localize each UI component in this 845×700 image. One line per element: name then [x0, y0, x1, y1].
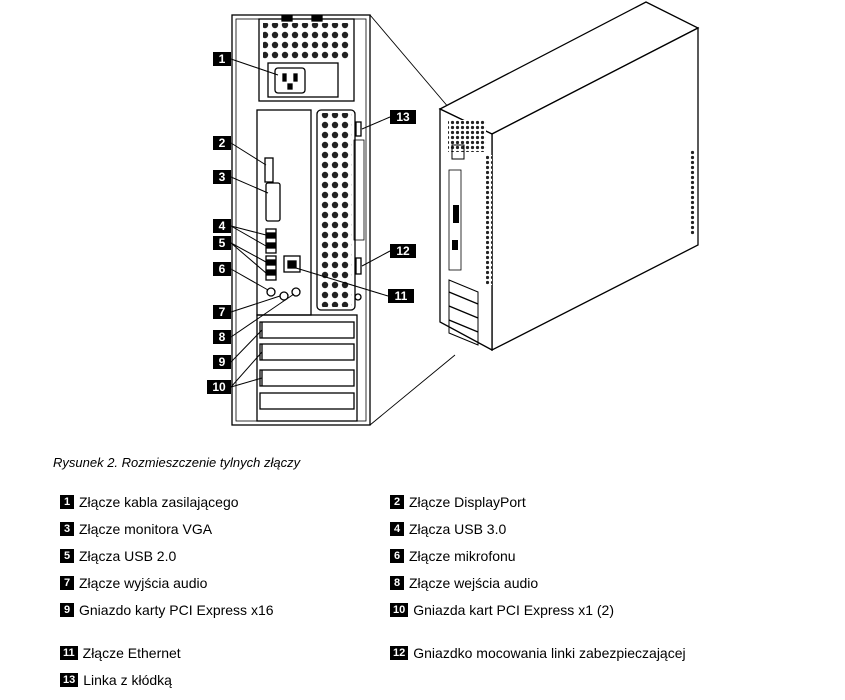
- callout-7: [213, 305, 231, 319]
- callout-1: [213, 52, 231, 66]
- legend-label: Linka z kłódką: [83, 672, 172, 688]
- callout-8: [213, 330, 231, 344]
- legend-label: Złącze wyjścia audio: [79, 575, 208, 591]
- legend-item-2: 2 Złącze DisplayPort: [390, 494, 526, 510]
- legend-label: Złącze kabla zasilającego: [79, 494, 239, 510]
- callout-11-text: 11: [395, 289, 408, 303]
- legend-item-9: 9 Gniazdo karty PCI Express x16: [60, 602, 274, 618]
- legend-number: 12: [390, 646, 409, 660]
- legend-label: Gniazdko mocowania linki zabezpieczające…: [413, 645, 686, 661]
- vga-connector: [265, 182, 281, 222]
- callout-4-text: 4: [219, 219, 226, 233]
- computer-3d-view: [438, 1, 700, 352]
- callout-10-text: 10: [212, 380, 226, 394]
- security-lock-slot: [355, 257, 362, 275]
- legend-number: 2: [390, 495, 404, 509]
- legend-item-12: 12 Gniazdko mocowania linki zabezpieczaj…: [390, 645, 686, 661]
- legend-label: Złącze DisplayPort: [409, 494, 526, 510]
- legend-number: 13: [60, 673, 79, 687]
- rear-connectors-diagram: 1 2 3 4 5 6 7 8 9 10 11 12 13: [207, 1, 700, 426]
- legend-item-13: 13 Linka z kłódką: [60, 672, 172, 688]
- legend-item-3: 3 Złącze monitora VGA: [60, 521, 212, 537]
- legend-number: 7: [60, 576, 74, 590]
- usb2-connectors: [265, 255, 277, 281]
- callout-3-text: 3: [219, 170, 226, 184]
- callout-9-text: 9: [219, 355, 226, 369]
- callout-4: [213, 219, 231, 233]
- legend-label: Złącze monitora VGA: [79, 521, 213, 537]
- psu-vent: [263, 23, 350, 61]
- legend-label: Złącze Ethernet: [82, 645, 181, 661]
- legend-item-7: 7 Złącze wyjścia audio: [60, 575, 207, 591]
- callout-6: [213, 262, 231, 276]
- figure-caption: Rysunek 2. Rozmieszczenie tylnych złączy: [53, 455, 301, 470]
- audio-in-jack: [291, 287, 301, 297]
- pci-express-x1-slot-1: [259, 343, 355, 361]
- rear-vent: [316, 109, 356, 311]
- callout-3: [213, 170, 231, 184]
- callout-7-text: 7: [219, 305, 226, 319]
- legend-number: 8: [390, 576, 404, 590]
- pci-express-x1-slot-2: [259, 369, 355, 387]
- legend-number: 11: [60, 646, 78, 660]
- legend-number: 4: [390, 522, 404, 536]
- callout-11: [388, 289, 414, 303]
- legend-item-5: 5 Złącza USB 2.0: [60, 548, 176, 564]
- callout-12: [390, 244, 416, 258]
- pci-slot-area: [256, 314, 358, 422]
- legend-number: 3: [60, 522, 74, 536]
- legend-number: 6: [390, 549, 404, 563]
- padlock-loop: [355, 121, 362, 137]
- callout-10: [207, 380, 231, 394]
- callout-2: [213, 136, 231, 150]
- ethernet-connector: [283, 255, 301, 273]
- callouts: 1 2 3 4 5 6 7 8 9 10 11 12 13: [207, 52, 416, 394]
- legend-label: Złącze mikrofonu: [409, 548, 516, 564]
- legend-item-6: 6 Złącze mikrofonu: [390, 548, 516, 564]
- callout-5-text: 5: [219, 236, 226, 250]
- callout-13: [390, 110, 416, 124]
- legend-number: 1: [60, 495, 74, 509]
- callout-8-text: 8: [219, 330, 226, 344]
- legend-label: Złącza USB 2.0: [79, 548, 177, 564]
- callout-2-text: 2: [219, 136, 226, 150]
- callout-9: [213, 355, 231, 369]
- legend-item-10: 10 Gniazda kart PCI Express x1 (2): [390, 602, 614, 618]
- legend-label: Gniazdo karty PCI Express x16: [79, 602, 274, 618]
- legend-item-1: 1 Złącze kabla zasilającego: [60, 494, 239, 510]
- callout-6-text: 6: [219, 262, 226, 276]
- legend-label: Gniazda kart PCI Express x1 (2): [413, 602, 614, 618]
- legend-number: 10: [390, 603, 409, 617]
- legend-label: Złącze wejścia audio: [409, 575, 539, 591]
- zoom-lines: [369, 14, 456, 426]
- callout-1-text: 1: [219, 52, 226, 66]
- legend-label: Złącza USB 3.0: [409, 521, 507, 537]
- leader-lines: [230, 58, 391, 388]
- power-connector: [274, 67, 306, 94]
- psu-area: [258, 18, 355, 102]
- legend-number: 5: [60, 549, 74, 563]
- callout-13-text: 13: [396, 110, 410, 124]
- usb3-connectors: [265, 228, 277, 254]
- callout-12-text: 12: [396, 244, 410, 258]
- mic-jack: [266, 287, 276, 297]
- legend-number: 9: [60, 603, 74, 617]
- rear-panel: [231, 14, 371, 426]
- rear-panel-outline: [231, 14, 371, 426]
- displayport-connector: [264, 157, 274, 183]
- callout-5: [213, 236, 231, 250]
- legend-item-8: 8 Złącze wejścia audio: [390, 575, 538, 591]
- legend-item-11: 11 Złącze Ethernet: [60, 645, 181, 661]
- pci-express-x16-slot: [259, 321, 355, 339]
- legend-item-4: 4 Złącza USB 3.0: [390, 521, 506, 537]
